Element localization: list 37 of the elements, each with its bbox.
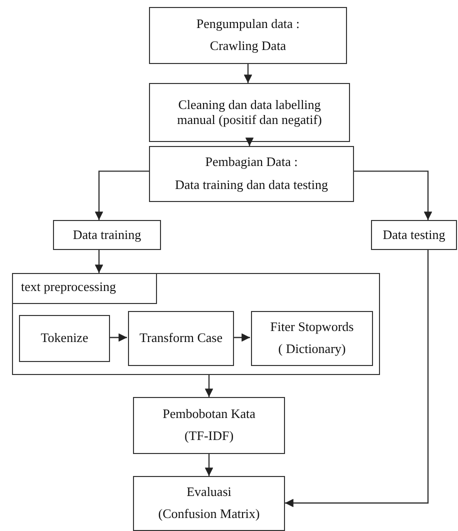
arrow xyxy=(354,170,432,220)
node-text: Data training dan data testing xyxy=(174,178,328,193)
node-text: Tokenize xyxy=(40,331,88,346)
process-box xyxy=(251,311,373,366)
node-text: Evaluasi xyxy=(186,485,232,500)
node-text: Data testing xyxy=(382,228,446,242)
process-box xyxy=(149,146,354,202)
process-box xyxy=(149,7,347,64)
process-box xyxy=(133,476,285,531)
node-text: Data training xyxy=(72,228,142,242)
node-text: Transform Case xyxy=(140,331,222,346)
arrow xyxy=(109,333,127,342)
arrow xyxy=(245,138,254,146)
arrow xyxy=(233,333,250,342)
node-text: Fiter Stopwords xyxy=(270,320,354,335)
arrow xyxy=(285,250,429,508)
process-box xyxy=(371,220,457,250)
node-text: (TF-IDF) xyxy=(184,429,234,444)
node-text: Crawling Data xyxy=(210,39,286,54)
process-box xyxy=(128,311,234,366)
node-text: ( Dictionary) xyxy=(278,342,346,357)
node-text: Pembagian Data : xyxy=(205,155,298,170)
process-box xyxy=(149,83,350,142)
group-container xyxy=(12,273,380,375)
node-text: Cleaning dan data labelling manual (positif dan negatif) xyxy=(176,98,323,128)
node-text: Pengumpulan data : xyxy=(196,16,300,32)
node-text: (Confusion Matrix) xyxy=(158,507,260,522)
process-box xyxy=(19,315,110,362)
arrow xyxy=(94,170,149,220)
process-box xyxy=(53,220,161,250)
arrow xyxy=(94,250,104,273)
arrow xyxy=(204,454,214,476)
process-box xyxy=(133,397,285,454)
arrow xyxy=(204,375,214,397)
group-heading: text preprocessing xyxy=(12,273,157,304)
node-text: Pembobotan Kata xyxy=(162,406,256,422)
arrow xyxy=(244,64,252,83)
